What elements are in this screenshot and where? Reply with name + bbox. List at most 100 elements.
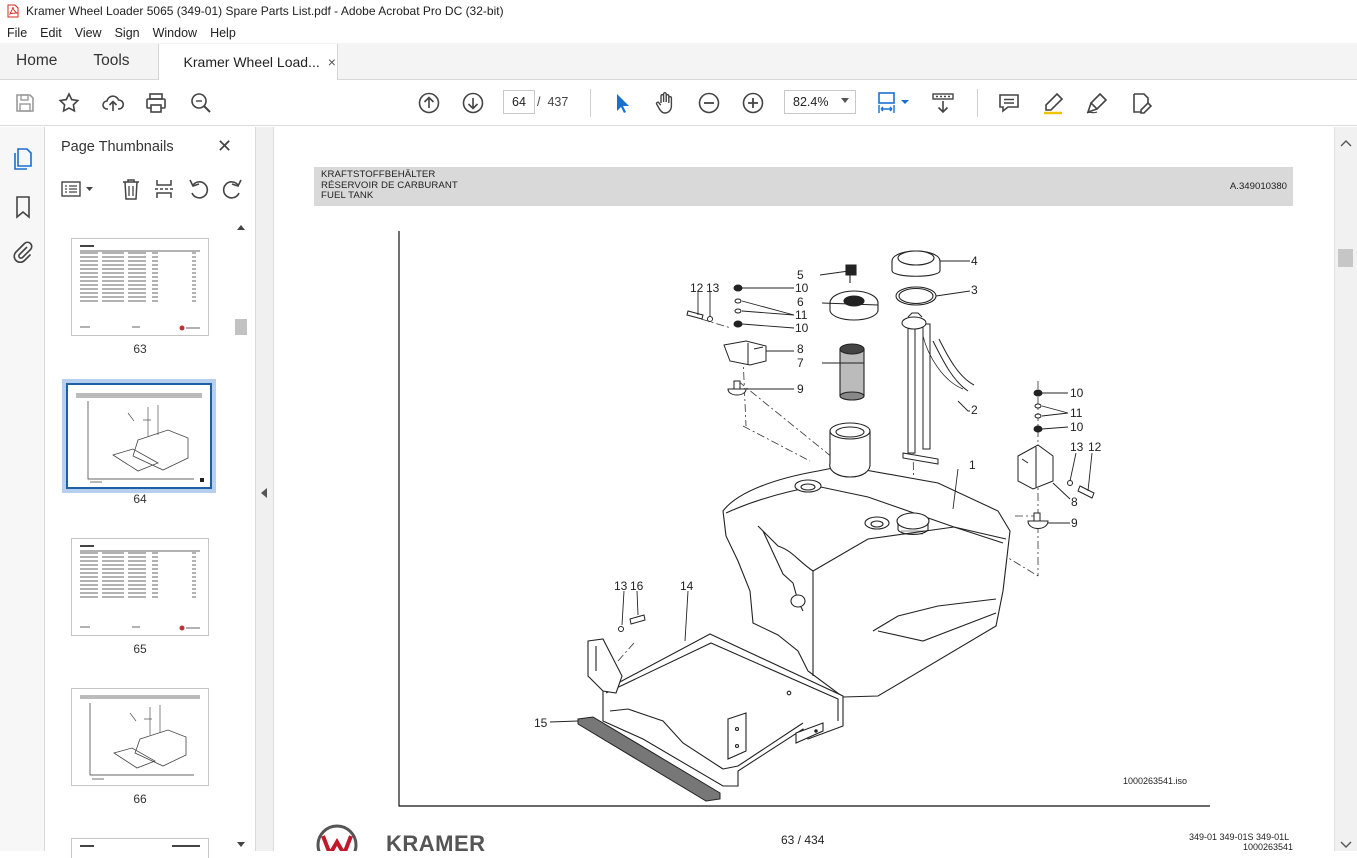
thumbnail-page-63[interactable] bbox=[71, 238, 209, 336]
callout-15: 15 bbox=[534, 716, 548, 730]
callout-11: 11 bbox=[795, 308, 808, 322]
callout-1: 1 bbox=[969, 458, 976, 472]
callout-14: 14 bbox=[680, 579, 694, 593]
window-titlebar: Kramer Wheel Loader 5065 (349-01) Spare … bbox=[0, 0, 1357, 22]
bookmarks-icon[interactable] bbox=[11, 195, 35, 219]
close-icon[interactable]: ✕ bbox=[217, 136, 233, 156]
highlight-pen-icon[interactable] bbox=[1041, 91, 1065, 115]
thumbnail-page-67[interactable] bbox=[71, 838, 209, 858]
panel-collapse-handle[interactable] bbox=[256, 127, 274, 851]
footer-doc-number: 1000263541 bbox=[1243, 842, 1294, 851]
scroll-up-icon[interactable] bbox=[237, 225, 245, 230]
menu-sign[interactable]: Sign bbox=[114, 25, 140, 40]
callout-7: 7 bbox=[797, 356, 804, 370]
callout-10: 10 bbox=[795, 321, 809, 335]
tab-document[interactable]: Kramer Wheel Load... × bbox=[157, 44, 338, 80]
callout-9: 9 bbox=[1071, 516, 1078, 530]
callout-10: 10 bbox=[1070, 420, 1084, 434]
callout-8: 8 bbox=[1071, 495, 1078, 509]
callout-12: 12 bbox=[690, 281, 704, 295]
tab-home[interactable]: Home bbox=[16, 52, 58, 69]
menu-bar: File Edit View Sign Window Help bbox=[0, 22, 1357, 43]
callout-13: 13 bbox=[1070, 440, 1084, 454]
toolbar-divider bbox=[590, 89, 591, 117]
callout-9: 9 bbox=[797, 382, 804, 396]
callout-16: 16 bbox=[630, 579, 644, 593]
chevron-up-icon[interactable] bbox=[1340, 139, 1352, 147]
footer-models: 349-01 349-01S 349-01L bbox=[1189, 832, 1290, 842]
menu-window[interactable]: Window bbox=[152, 25, 198, 40]
callout-12: 12 bbox=[1088, 440, 1102, 454]
zoom-search-icon[interactable] bbox=[189, 91, 213, 115]
next-page-icon[interactable] bbox=[461, 91, 485, 115]
edit-document-icon[interactable] bbox=[1129, 91, 1153, 115]
document-scrollbar-handle[interactable] bbox=[1338, 249, 1353, 267]
fit-page-width-icon[interactable] bbox=[876, 91, 912, 115]
rotate-counterclockwise-icon[interactable] bbox=[187, 177, 211, 201]
header-code: A.349010380 bbox=[1229, 181, 1287, 192]
menu-edit[interactable]: Edit bbox=[40, 25, 62, 40]
header-title-fr: RÉSERVOIR DE CARBURANT bbox=[321, 180, 458, 191]
sign-pen-icon[interactable] bbox=[1085, 91, 1109, 115]
callout-3: 3 bbox=[971, 283, 978, 297]
rotate-clockwise-icon[interactable] bbox=[220, 177, 244, 201]
kramer-brand-text: KRAMER bbox=[386, 831, 486, 851]
page-footer-number: 63 / 434 bbox=[781, 833, 825, 847]
page-count-sep: / bbox=[537, 95, 541, 109]
list-page-preview bbox=[80, 545, 200, 631]
callout-2: 2 bbox=[971, 403, 978, 417]
save-icon[interactable] bbox=[13, 91, 37, 115]
zoom-out-icon[interactable] bbox=[697, 91, 721, 115]
extract-pages-icon[interactable] bbox=[153, 177, 175, 201]
thumbnail-page-66[interactable] bbox=[71, 688, 209, 786]
thumbnail-page-65[interactable] bbox=[71, 538, 209, 636]
thumbnail-page-64[interactable] bbox=[62, 379, 216, 493]
select-cursor-icon[interactable] bbox=[609, 91, 633, 115]
menu-help[interactable]: Help bbox=[210, 25, 236, 40]
collapse-left-icon bbox=[261, 488, 267, 498]
zoom-in-icon[interactable] bbox=[741, 91, 765, 115]
drawing-file-id: 1000263541.iso bbox=[1123, 776, 1188, 786]
callout-13: 13 bbox=[614, 579, 628, 593]
tab-close-icon[interactable]: × bbox=[327, 54, 336, 70]
zoom-level-value: 82.4% bbox=[793, 95, 829, 109]
document-scrollbar[interactable] bbox=[1334, 127, 1357, 851]
callout-10: 10 bbox=[795, 281, 809, 295]
thumbnail-label: 64 bbox=[133, 492, 147, 506]
attachments-paperclip-icon[interactable] bbox=[11, 240, 35, 264]
left-navigation-rail bbox=[0, 127, 45, 851]
callout-13: 13 bbox=[706, 281, 720, 295]
tab-document-label: Kramer Wheel Load... bbox=[183, 54, 320, 70]
header-title-en: FUEL TANK bbox=[321, 190, 374, 201]
thumbnail-scrollbar-handle[interactable] bbox=[235, 319, 247, 335]
page-header-band: KRAFTSTOFFBEHÄLTER RÉSERVOIR DE CARBURAN… bbox=[314, 167, 1293, 206]
callout-10: 10 bbox=[1070, 386, 1084, 400]
delete-trash-icon[interactable] bbox=[120, 177, 142, 201]
menu-file[interactable]: File bbox=[7, 25, 28, 40]
comment-icon[interactable] bbox=[997, 91, 1021, 115]
thumbnail-options-icon[interactable] bbox=[60, 179, 96, 199]
page-number-input[interactable]: 64 bbox=[503, 90, 535, 114]
acrobat-pdf-icon bbox=[7, 4, 19, 18]
thumbnail-label: 65 bbox=[133, 642, 147, 656]
thumbnail-scrollbar[interactable] bbox=[235, 219, 248, 849]
main-toolbar bbox=[0, 80, 1357, 126]
callout-4: 4 bbox=[971, 254, 978, 268]
upload-cloud-icon[interactable] bbox=[101, 91, 125, 115]
print-icon[interactable] bbox=[144, 91, 168, 115]
callout-11: 11 bbox=[1070, 406, 1083, 420]
tab-bar: Home Tools Kramer Wheel Load... × bbox=[0, 43, 1357, 80]
page-thumbnails-icon[interactable] bbox=[11, 147, 35, 171]
bookmark-star-icon[interactable] bbox=[57, 91, 81, 115]
tab-tools[interactable]: Tools bbox=[93, 52, 130, 69]
scroll-down-icon[interactable] bbox=[237, 842, 245, 847]
hand-pan-icon[interactable] bbox=[653, 91, 677, 115]
menu-view[interactable]: View bbox=[74, 25, 102, 40]
scroll-mode-icon[interactable] bbox=[931, 91, 955, 115]
document-view[interactable]: KRAFTSTOFFBEHÄLTER RÉSERVOIR DE CARBURAN… bbox=[274, 127, 1334, 851]
chevron-down-icon[interactable] bbox=[1340, 841, 1352, 849]
page-thumbnails-panel: Page Thumbnails ✕ bbox=[45, 127, 256, 858]
zoom-level-select[interactable]: 82.4% bbox=[784, 90, 856, 114]
previous-page-icon[interactable] bbox=[417, 91, 441, 115]
panel-title: Page Thumbnails bbox=[61, 139, 174, 155]
